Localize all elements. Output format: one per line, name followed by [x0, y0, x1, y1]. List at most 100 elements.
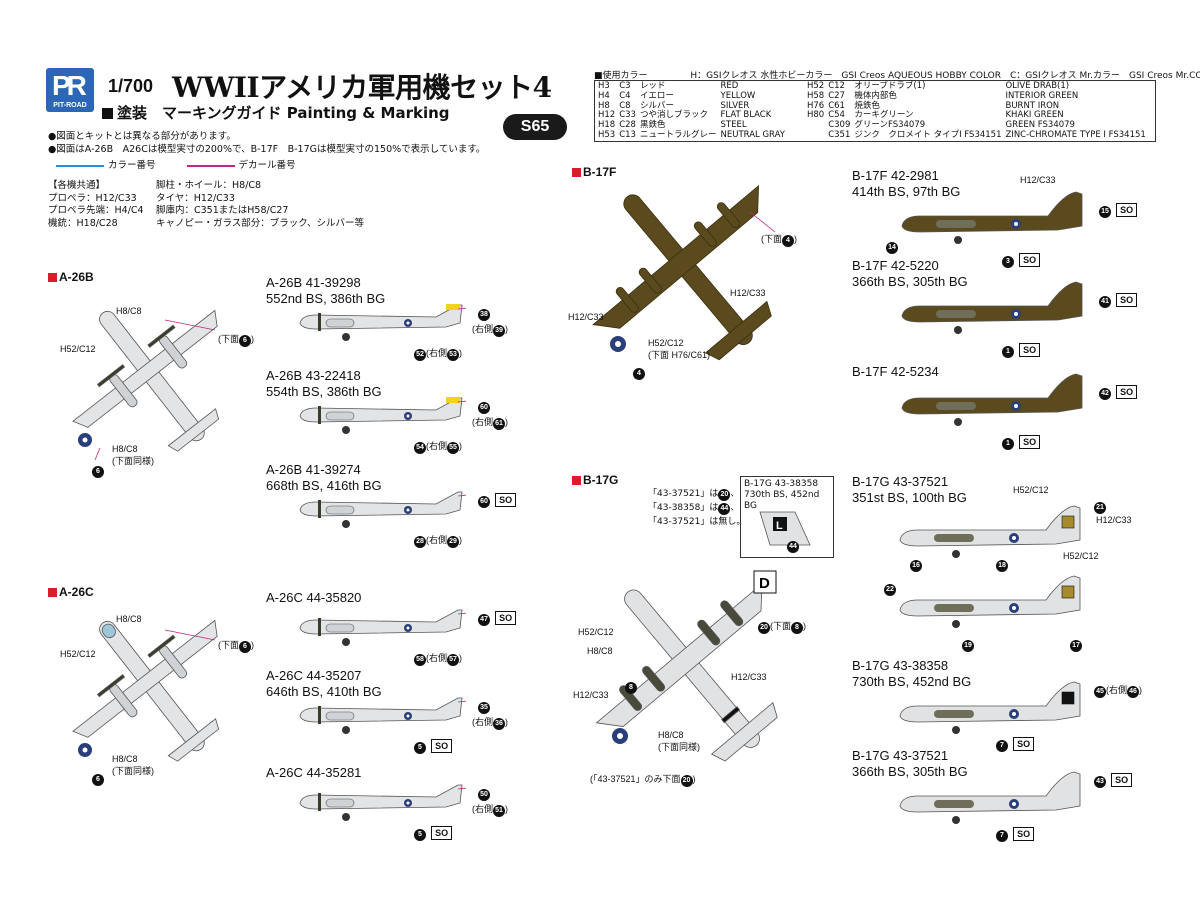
scale-label: 1/700 — [108, 76, 154, 96]
decal-number: 50 — [478, 789, 490, 801]
label-h12c33: H12/C33 — [730, 288, 766, 298]
decal-number: 5 — [414, 829, 426, 841]
decal-number: 6 — [92, 774, 104, 786]
fuselage — [299, 491, 463, 517]
decal-number: 5 — [414, 742, 426, 754]
so-marking-box: SO — [1116, 385, 1138, 399]
fuselage — [299, 304, 463, 330]
decal-number: 51 — [493, 805, 505, 817]
black-square-icon — [102, 108, 113, 119]
so-marking-box: SO — [431, 826, 453, 840]
common-item: 脚庫内：C351またはH58/C27 — [156, 205, 289, 216]
decal-number: 54 — [414, 442, 426, 454]
decal-number: 4 — [633, 368, 645, 380]
label-h8c8-under: H8/C8(下面同様) — [112, 444, 154, 466]
a26-side-view — [299, 491, 466, 528]
decal-number: 17 — [1070, 640, 1082, 652]
fuselage — [899, 575, 1081, 617]
section-a26c: A-26C — [48, 585, 94, 599]
a26-side-view — [299, 397, 466, 434]
wheel — [954, 326, 962, 334]
b17-side-view — [899, 681, 1081, 734]
tail-stripe — [721, 706, 741, 724]
tail-band — [446, 304, 460, 310]
tail-marking — [1061, 691, 1075, 705]
decal-number: 41 — [1099, 296, 1111, 308]
so-marking-box: SO — [495, 611, 517, 625]
decal-number: 21 — [1094, 502, 1106, 514]
fuselage — [901, 373, 1083, 415]
square-d-tail-marking — [753, 570, 777, 594]
decal-number: 61 — [493, 418, 505, 430]
decal-number: 46 — [1127, 686, 1139, 698]
decal-number: 20 — [680, 775, 693, 787]
wheel — [952, 550, 960, 558]
b17-side-view — [901, 373, 1083, 426]
engines — [934, 710, 974, 718]
decal-number: 28 — [414, 536, 426, 548]
label-h12c33: H12/C33 — [568, 312, 604, 322]
svg-text:L: L — [776, 520, 783, 532]
section-a26b: A-26B — [48, 270, 94, 284]
logo-text: PR — [52, 70, 87, 101]
wheel — [952, 726, 960, 734]
a26-side-view — [299, 304, 466, 341]
legend-color-label: カラー番号 — [108, 160, 156, 171]
fuselage — [899, 505, 1081, 547]
aircraft-caption: B-17F 42-5234 — [852, 364, 939, 379]
so-marking-box: SO — [495, 493, 517, 507]
label-h8c8: H8/C8 — [587, 646, 613, 656]
decal-number: 58 — [414, 654, 426, 666]
wheel — [954, 418, 962, 426]
fuselage — [899, 771, 1081, 813]
label-h52c12: H52/C12 — [60, 344, 96, 354]
decal-number: 29 — [447, 536, 459, 548]
label-h8c8: H8/C8 — [116, 614, 142, 624]
fuselage — [299, 697, 463, 723]
pit-road-logo: PR PIT-ROAD — [46, 68, 94, 112]
product-code-badge: S65 — [503, 114, 567, 140]
decal-number-line-icon — [186, 164, 235, 167]
a26-side-view — [299, 609, 466, 646]
a26-side-view — [299, 784, 466, 821]
legend-row: カラー番号 デカール番号 — [48, 159, 485, 172]
b17-side-view — [899, 575, 1081, 628]
b17-side-view — [899, 771, 1081, 824]
wheel — [952, 620, 960, 628]
wheel — [342, 520, 350, 528]
wheel — [342, 333, 350, 341]
decal-number: 38 — [478, 309, 490, 321]
wheel — [954, 236, 962, 244]
logo-subtext: PIT-ROAD — [53, 102, 87, 109]
label-h52c12: H52/C12 — [60, 649, 96, 659]
label-h52c12: H52/C12 — [1013, 485, 1049, 495]
a26b-plan-view — [72, 309, 220, 461]
wheel — [342, 726, 350, 734]
decal-number: 15 — [1099, 206, 1111, 218]
wheel — [342, 813, 350, 821]
so-marking-box: SO — [431, 739, 453, 753]
decal-number: 43 — [1094, 776, 1106, 788]
page-title: WWIIアメリカ軍用機セット4 — [172, 71, 552, 104]
